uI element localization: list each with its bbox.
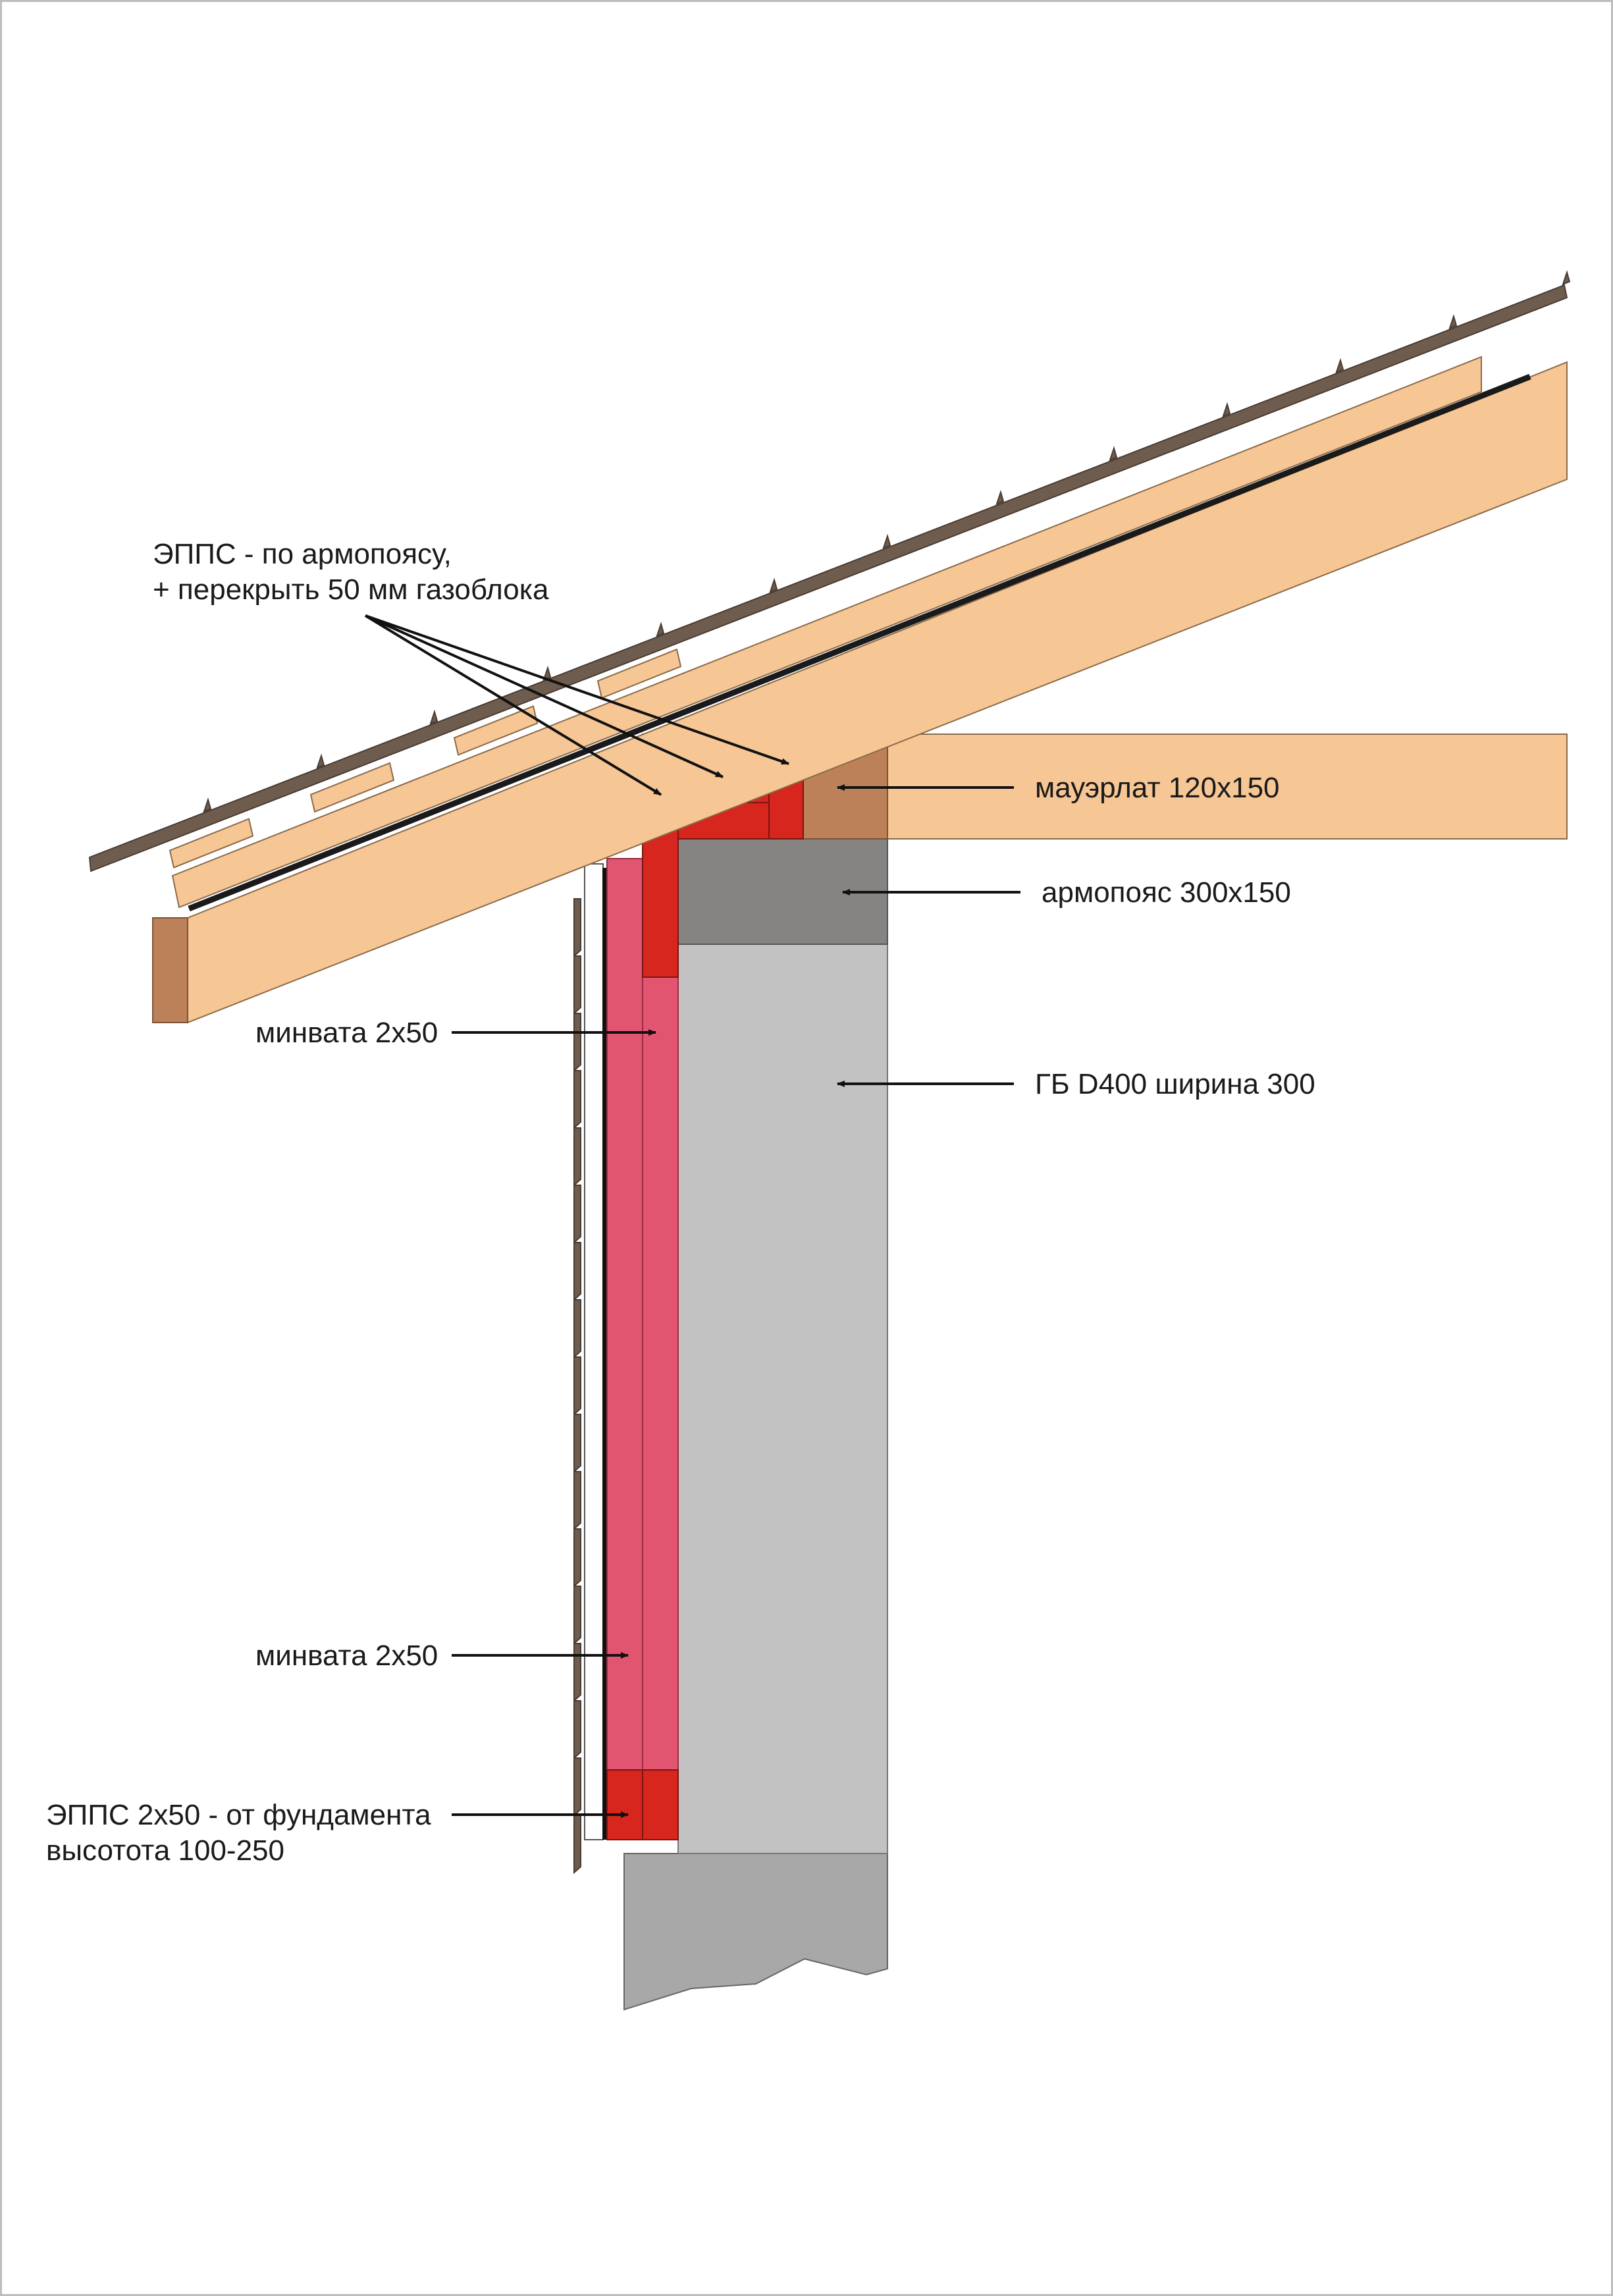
- wind-membrane-board: [584, 863, 604, 1840]
- label-minvata-upper: минвата 2х50: [255, 1017, 438, 1049]
- tile-step: [429, 709, 438, 725]
- label-armopoyas: армопояс 300х150: [1042, 876, 1291, 909]
- siding-cladding: [573, 898, 581, 1875]
- tile-step: [1562, 270, 1571, 286]
- siding-board: [573, 1242, 581, 1302]
- tile-step: [769, 577, 778, 593]
- minvata-outer-layer: [606, 858, 643, 1771]
- siding-board: [573, 898, 581, 958]
- batten: [169, 818, 254, 868]
- label-gas-block: ГБ D400 ширина 300: [1035, 1068, 1315, 1100]
- tile-step: [316, 753, 325, 769]
- epps-bottom-inner: [642, 1769, 679, 1840]
- epps-bottom-outer: [606, 1769, 643, 1840]
- batten: [596, 648, 682, 699]
- arrow-epps-top-2: [365, 614, 724, 778]
- siding-board: [573, 1757, 581, 1817]
- gas-block-wall: [677, 944, 888, 1854]
- tile-step: [203, 797, 212, 813]
- label-epps-bottom-line2: высотота 100-250: [46, 1834, 284, 1867]
- arrow-epps-top-1: [364, 614, 662, 796]
- foundation-block: [623, 1853, 888, 2011]
- siding-board: [573, 1700, 581, 1760]
- siding-board: [573, 1586, 581, 1645]
- siding-board: [573, 1815, 581, 1875]
- roof-tiles: [88, 284, 1568, 872]
- tile-step: [1335, 358, 1344, 373]
- siding-board: [573, 1528, 581, 1588]
- batten: [453, 705, 539, 756]
- rafter-end-board: [152, 917, 188, 1023]
- leader-arrows: [364, 614, 1020, 1818]
- label-minvata-lower: минвата 2х50: [255, 1640, 438, 1672]
- tile-step: [1109, 446, 1118, 462]
- tile-step: [1222, 402, 1231, 417]
- siding-board: [573, 1299, 581, 1359]
- tile-step: [656, 622, 665, 637]
- siding-board: [573, 1643, 581, 1703]
- siding-board: [573, 1356, 581, 1416]
- siding-board: [573, 1414, 581, 1474]
- battens: [169, 648, 682, 868]
- siding-board: [573, 1013, 581, 1073]
- tile-step: [882, 533, 891, 549]
- batten: [309, 762, 395, 813]
- label-epps-top-line2: + перекрыть 50 мм газоблока: [153, 574, 549, 606]
- siding-board: [573, 1471, 581, 1531]
- tile-step: [995, 489, 1005, 506]
- roof-membrane-line: [188, 373, 1531, 912]
- roof-tile-steps: [203, 270, 1571, 813]
- label-mauerlat: мауэрлат 120х150: [1035, 772, 1280, 804]
- siding-board: [573, 1185, 581, 1244]
- siding-board: [573, 955, 581, 1015]
- siding-board: [573, 1127, 581, 1187]
- arrow-epps-top-3: [365, 614, 789, 765]
- minvata-inner-layer: [642, 976, 679, 1771]
- label-epps-bottom-line1: ЭППС 2х50 - от фундамента: [46, 1799, 431, 1831]
- tile-step: [1448, 314, 1458, 330]
- siding-board: [573, 1070, 581, 1130]
- label-epps-top-line1: ЭППС - по армопоясу,: [153, 538, 452, 570]
- sheathing-board: [171, 356, 1482, 909]
